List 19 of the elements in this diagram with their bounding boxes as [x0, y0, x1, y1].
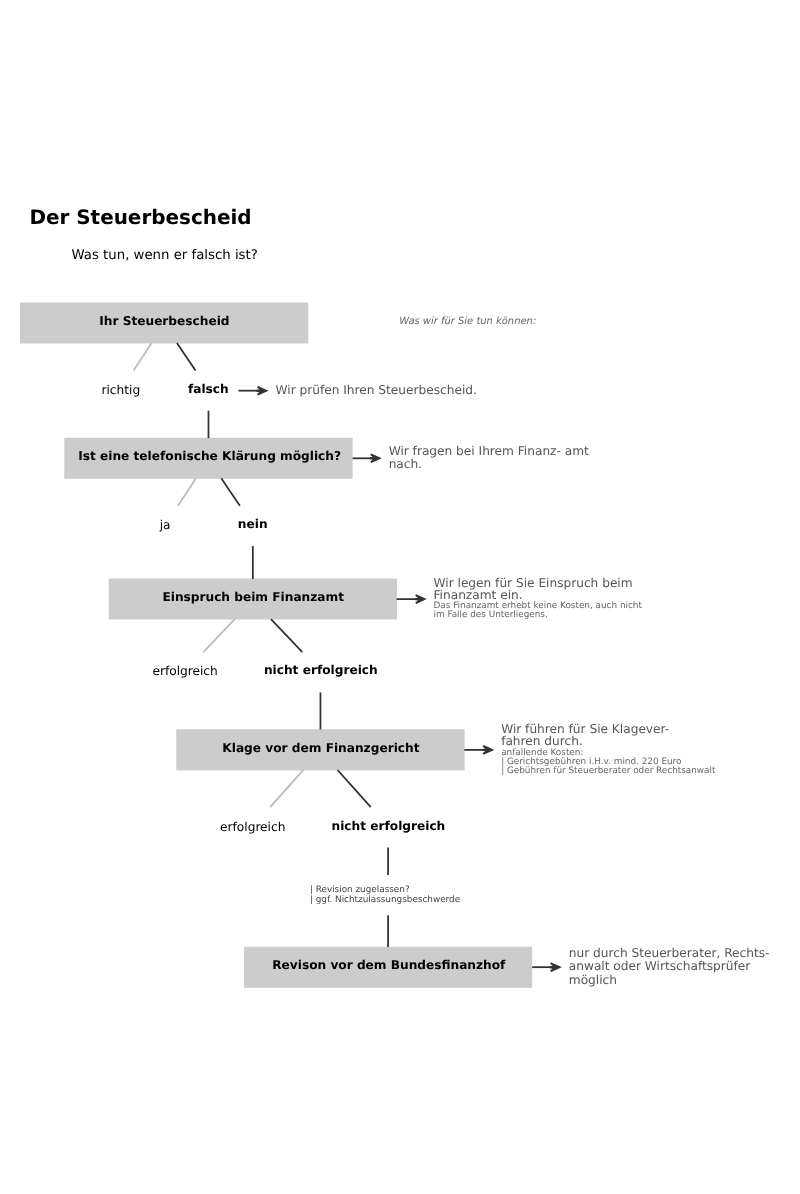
connector — [269, 768, 305, 807]
arrow — [237, 384, 268, 395]
connector — [387, 913, 389, 947]
connector — [220, 476, 241, 506]
connector — [207, 408, 210, 438]
connector — [336, 768, 372, 807]
connector — [387, 845, 389, 875]
arrow — [463, 744, 493, 754]
connector — [251, 544, 254, 579]
arrow — [351, 452, 381, 463]
diagram-title: Der Steuerbescheid — [29, 206, 252, 229]
connector — [319, 690, 322, 730]
arrow — [395, 593, 426, 603]
connector — [176, 341, 197, 371]
connector — [177, 476, 197, 506]
connector — [270, 617, 304, 652]
arrow — [531, 961, 561, 972]
connector — [202, 617, 236, 652]
connector — [132, 341, 153, 371]
